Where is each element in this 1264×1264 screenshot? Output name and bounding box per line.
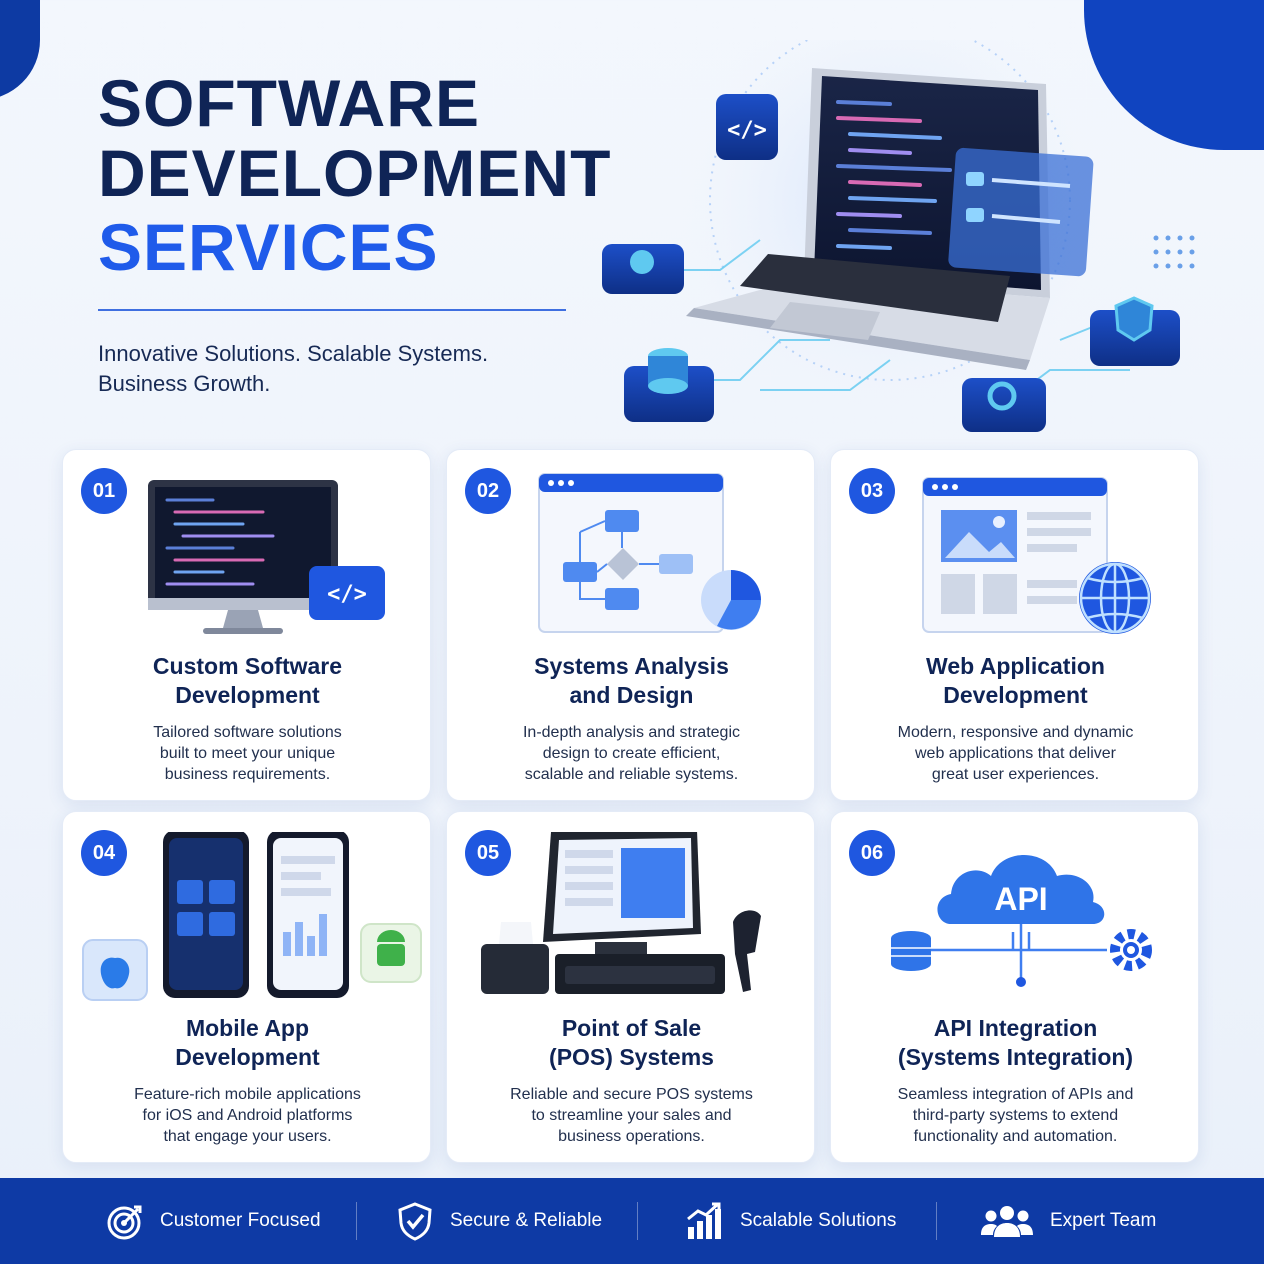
laptop-illustration: </> xyxy=(602,40,1195,432)
service-description: Seamless integration of APIs and third-p… xyxy=(897,1086,1134,1145)
hero-section: SOFTWARE DEVELOPMENT SERVICES Innovative… xyxy=(0,0,1264,440)
service-title: Custom Software Development xyxy=(152,653,343,708)
code-tile-icon: </> xyxy=(716,94,778,160)
service-title: Systems Analysis and Design xyxy=(534,653,729,708)
feature-customer-focused: Customer Focused xyxy=(104,1178,321,1264)
service-description: Tailored software solutions built to mee… xyxy=(153,724,342,783)
laptop-icon xyxy=(686,68,1094,370)
api-cloud-icon: API xyxy=(891,855,1152,987)
service-card-custom-software: </> 01 Custom Software Development Tailo… xyxy=(62,449,431,801)
service-title: API Integration (Systems Integration) xyxy=(897,1015,1134,1070)
service-card-web-application: 03 Web Application Development Modern, r… xyxy=(830,449,1199,801)
service-number-badge: 04 xyxy=(81,830,127,876)
service-number-badge: 02 xyxy=(465,468,511,514)
web-page-globe-icon xyxy=(922,477,1151,634)
cloud-tile-icon xyxy=(602,244,684,294)
feature-secure-reliable: Secure & Reliable xyxy=(396,1178,602,1264)
service-description: Reliable and secure POS systems to strea… xyxy=(510,1086,753,1145)
shield-tile-icon xyxy=(1090,296,1180,366)
page-title-line-2: DEVELOPMENT xyxy=(98,136,612,210)
feature-expert-team: Expert Team xyxy=(980,1178,1156,1264)
pos-terminal-icon xyxy=(481,832,761,994)
tagline: Innovative Solutions. Scalable Systems. … xyxy=(98,339,568,399)
service-card-mobile-app: 04 Mobile App Development Feature-rich m… xyxy=(62,811,431,1163)
features-footer: Customer Focused Secure & Reliable Scala… xyxy=(0,1178,1264,1264)
title-divider xyxy=(98,309,566,311)
service-card-systems-analysis: 02 Systems Analysis and Design In-depth … xyxy=(446,449,815,801)
service-card-pos-systems: 05 Point of Sale (POS) Systems Reliable … xyxy=(446,811,815,1163)
code-monitor-icon: </> xyxy=(148,480,385,634)
feature-label: Secure & Reliable xyxy=(450,1210,603,1231)
footer-divider xyxy=(936,1202,937,1240)
svg-text:</>: </> xyxy=(727,118,767,143)
api-cloud-label: API xyxy=(994,881,1047,917)
shield-check-icon xyxy=(398,1202,432,1241)
team-icon xyxy=(981,1206,1033,1237)
tagline-line-2: Business Growth. xyxy=(98,371,271,396)
service-title: Mobile App Development xyxy=(175,1015,320,1070)
target-icon xyxy=(107,1205,142,1240)
page-title-line-1: SOFTWARE xyxy=(98,66,480,140)
tagline-line-1: Innovative Solutions. Scalable Systems. xyxy=(98,341,489,366)
mobile-phones-icon xyxy=(82,832,422,1001)
service-card-api-integration: API 06 API Integration (Systems Integrat… xyxy=(830,811,1199,1163)
footer-divider xyxy=(637,1202,638,1240)
feature-scalable-solutions: Scalable Solutions xyxy=(684,1178,896,1264)
svg-text:</>: </> xyxy=(327,582,367,607)
footer-divider xyxy=(356,1202,357,1240)
feature-label: Expert Team xyxy=(1050,1210,1157,1231)
database-tile-icon xyxy=(624,348,714,422)
feature-label: Customer Focused xyxy=(160,1210,321,1231)
service-number-badge: 03 xyxy=(849,468,895,514)
service-description: Feature-rich mobile applications for iOS… xyxy=(134,1086,361,1145)
service-title: Point of Sale (POS) Systems xyxy=(549,1015,714,1070)
service-description: Modern, responsive and dynamic web appli… xyxy=(897,724,1134,783)
growth-chart-icon xyxy=(687,1202,721,1239)
service-number-badge: 01 xyxy=(81,468,127,514)
service-description: In-depth analysis and strategic design t… xyxy=(522,724,740,783)
page-title-line-3: SERVICES xyxy=(98,210,439,284)
gear-tile-icon xyxy=(962,378,1046,432)
flowchart-icon xyxy=(538,473,761,633)
service-title: Web Application Development xyxy=(926,653,1105,708)
service-number-badge: 06 xyxy=(849,830,895,876)
feature-label: Scalable Solutions xyxy=(740,1210,897,1231)
service-number-badge: 05 xyxy=(465,830,511,876)
